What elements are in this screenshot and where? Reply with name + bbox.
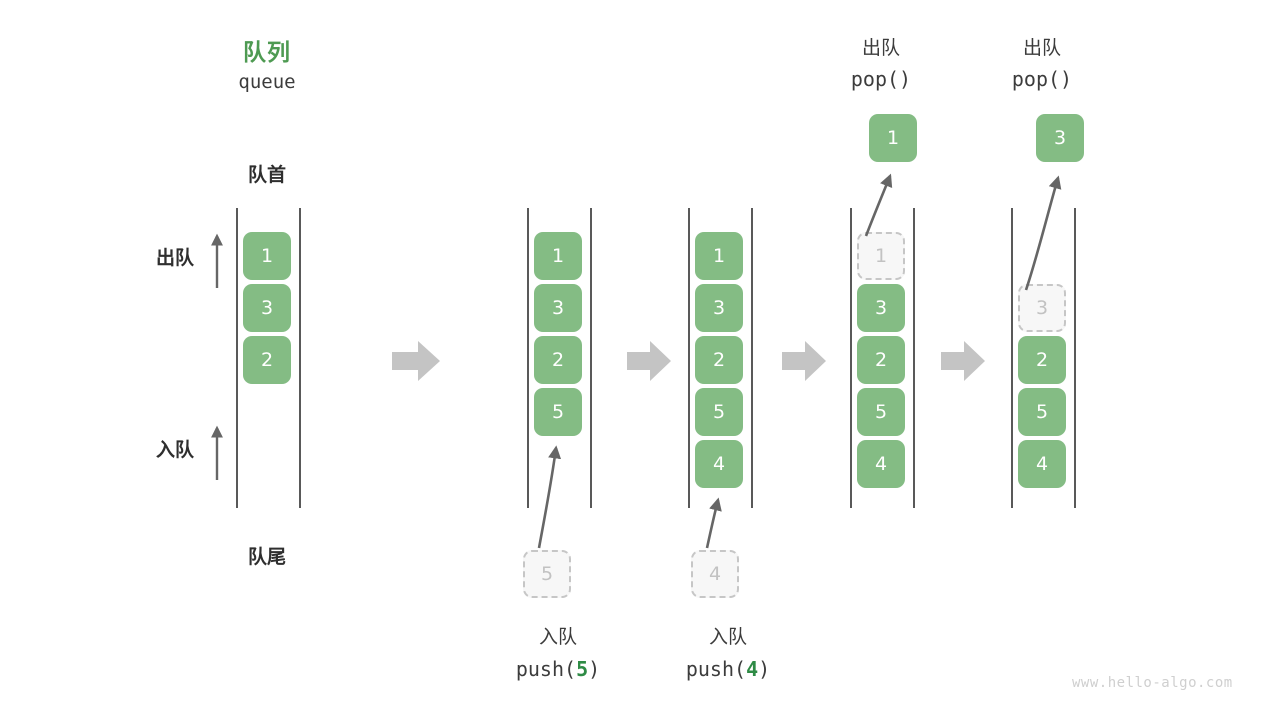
dequeue-side-label: 出队 (155, 247, 194, 269)
push-4-code-prefix: push( (685, 657, 747, 681)
front-label: 队首 (247, 164, 286, 186)
rail-right-push4 (751, 208, 753, 508)
queue-cell: 5 (1018, 388, 1066, 436)
popped-cell: 3 (1036, 114, 1084, 162)
queue-cell: 4 (695, 440, 743, 488)
push-5-code-prefix: push( (515, 657, 577, 681)
rail-left-push5 (527, 208, 529, 508)
queue-cell-ghost: 3 (1018, 284, 1066, 332)
step-arrow-2 (627, 341, 671, 381)
rear-label: 队尾 (247, 546, 286, 568)
queue-cell: 3 (243, 284, 291, 332)
queue-cell: 3 (695, 284, 743, 332)
queue-cell: 5 (534, 388, 582, 436)
stage-push-5-caption-cn: 入队 (538, 626, 577, 648)
stage-pop-1-top-label-code: pop() (850, 67, 912, 91)
queue-cell: 4 (857, 440, 905, 488)
queue-cell: 1 (243, 232, 291, 280)
stage-push-4-caption-cn: 入队 (708, 626, 747, 648)
queue-cell: 2 (695, 336, 743, 384)
stage-push-4-caption-code: push(4) (668, 657, 788, 681)
push-5-code-suffix: ) (588, 657, 601, 681)
pop-3-arrow (1024, 175, 1062, 291)
queue-cell: 2 (534, 336, 582, 384)
queue-cell: 1 (534, 232, 582, 280)
queue-cell: 1 (695, 232, 743, 280)
step-arrow-4 (941, 341, 985, 381)
queue-cell: 3 (534, 284, 582, 332)
rail-left-push4 (688, 208, 690, 508)
queue-cell: 4 (1018, 440, 1066, 488)
rail-right-push5 (590, 208, 592, 508)
push-4-code-arg: 4 (746, 657, 759, 681)
incoming-cell: 5 (523, 550, 571, 598)
push-4-arrow (705, 497, 722, 549)
rail-left-pop3 (1011, 208, 1013, 508)
watermark: www.hello-algo.com (1072, 675, 1233, 691)
stage-pop-3-top-label-code: pop() (1011, 67, 1073, 91)
rail-right-initial (299, 208, 301, 508)
diagram-title-cn: 队列 (243, 40, 291, 66)
queue-cell: 2 (1018, 336, 1066, 384)
popped-cell: 1 (869, 114, 917, 162)
queue-cell: 5 (857, 388, 905, 436)
stage-push-5-caption-code: push(5) (498, 657, 618, 681)
stage-pop-1-top-label-cn: 出队 (861, 37, 900, 59)
step-arrow-3 (782, 341, 826, 381)
queue-cell: 3 (857, 284, 905, 332)
queue-cell: 2 (243, 336, 291, 384)
push-5-code-arg: 5 (576, 657, 589, 681)
enqueue-side-label: 入队 (155, 439, 194, 461)
diagram-title-en: queue (238, 71, 296, 93)
queue-cell: 2 (857, 336, 905, 384)
queue-cell-ghost: 1 (857, 232, 905, 280)
queue-cell: 5 (695, 388, 743, 436)
rail-right-pop3 (1074, 208, 1076, 508)
incoming-cell: 4 (691, 550, 739, 598)
rail-right-pop1 (913, 208, 915, 508)
rail-left-pop1 (850, 208, 852, 508)
stage-pop-3-top-label-cn: 出队 (1022, 37, 1061, 59)
pop-1-arrow (864, 173, 893, 237)
push-5-arrow (537, 445, 562, 549)
step-arrow-1 (392, 341, 440, 381)
rail-left-initial (236, 208, 238, 508)
push-4-code-suffix: ) (758, 657, 771, 681)
